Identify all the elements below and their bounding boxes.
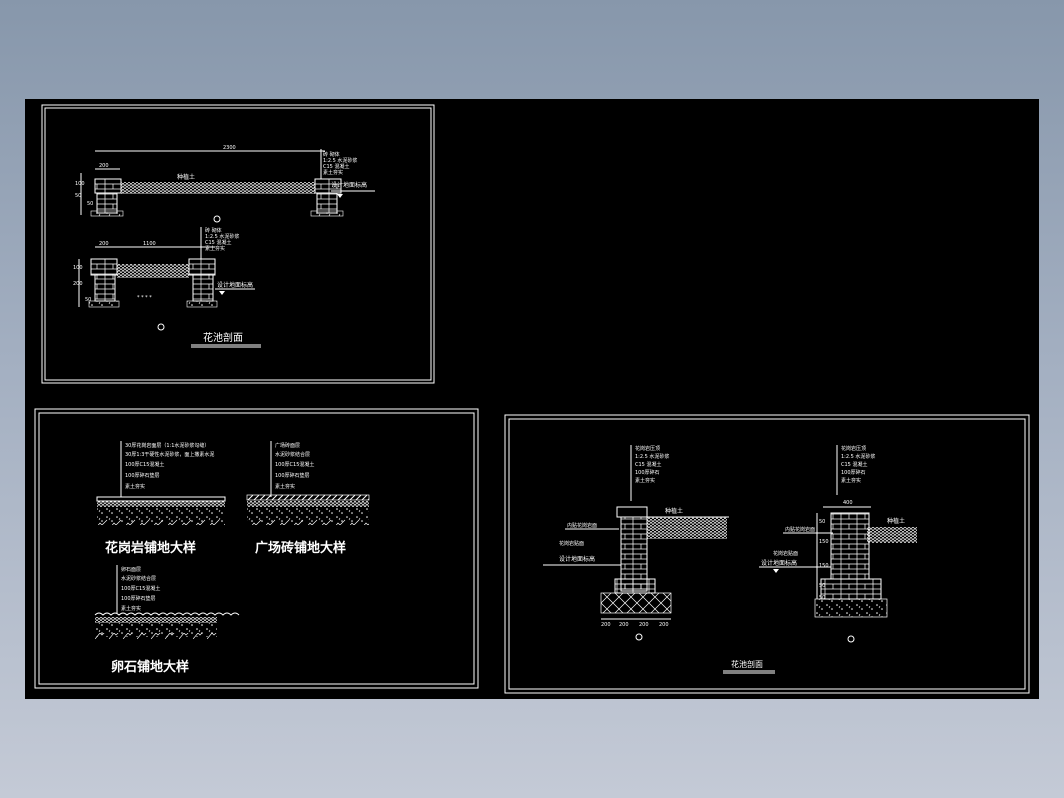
right-layer-1: 花岗岩压顶 (841, 445, 866, 452)
plaza-layer-5: 素土夯实 (275, 483, 295, 490)
left-dim-4: 200 (659, 622, 669, 628)
left-wall-section: 花岗岩压顶 1:2.5 水泥砂浆 C15 混凝土 100厚碎石 素土夯实 种植土… (543, 445, 729, 641)
granite-layer-5: 素土夯实 (125, 483, 145, 490)
pebble-layer-1: 卵石面层 (121, 566, 141, 573)
left-dim-3: 200 (639, 622, 649, 628)
plaza-layer-2: 水泥砂浆结合层 (275, 451, 310, 458)
dim-v-b1: 100 (73, 265, 83, 271)
right-dim-1: 50 (819, 519, 825, 525)
ground-label: 设计地面标高 (331, 181, 367, 189)
granite-paving-detail: 30厚花岗岩面层（1:1水泥砂浆勾缝） 30厚1:3干硬性水泥砂浆，面上撒素水泥… (96, 441, 226, 556)
right-top-dim: 400 (843, 500, 853, 506)
pebble-layer-5: 素土夯实 (121, 605, 141, 612)
dim-v-1: 100 (75, 181, 85, 187)
layer-3: C15 混凝土 (323, 163, 349, 170)
ground-label-b: 设计地面标高 (217, 281, 253, 289)
granite-layer-3: 100厚C15混凝土 (125, 461, 164, 468)
layer-b3: C15 混凝土 (205, 239, 231, 246)
right-side-label-2: 花岗岩贴面 (773, 550, 798, 557)
right-layer-5: 素土夯实 (841, 477, 861, 484)
right-side-label-1: 内贴花岗岩面 (785, 526, 815, 533)
right-dim-3: 150 (819, 563, 829, 569)
left-dim-2: 200 (619, 622, 629, 628)
left-layer-5: 素土夯实 (635, 477, 655, 484)
pebble-paving-detail: 卵石面层 水泥砂浆结合层 100厚C15混凝土 100厚碎石垫层 素土夯实 卵石… (94, 565, 240, 675)
plaza-layer-3: 100厚C15混凝土 (275, 461, 314, 468)
left-layer-2: 1:2.5 水泥砂浆 (635, 453, 669, 460)
fill-label: 种植土 (177, 173, 195, 181)
detail-marker-1 (157, 323, 165, 331)
left-side-label-1: 内贴花岗岩面 (567, 522, 597, 529)
left-layer-1: 花岗岩压顶 (635, 445, 660, 452)
layer-b2: 1:2.5 水泥砂浆 (205, 233, 239, 240)
drawing-svg: 2300 200 种植土 100 50 50 砖 砌体 1:2.5 水泥砂浆 C… (34, 104, 1030, 694)
left-fill-label: 种植土 (665, 507, 683, 515)
layer-b4: 素土夯实 (205, 245, 225, 252)
dim-left-label-b: 200 (99, 241, 109, 247)
left-layer-4: 100厚碎石 (635, 469, 660, 476)
svg-text:* * * *: * * * * (137, 295, 152, 301)
dim-v-2: 50 (75, 193, 81, 199)
detail-marker-3 (635, 633, 643, 641)
granite-title: 花岗岩铺地大样 (105, 540, 196, 556)
granite-layer-2: 30厚1:3干硬性水泥砂浆，面上撒素水泥 (125, 451, 214, 458)
sheet3-title: 花池剖面 (731, 659, 763, 669)
detail-marker-2 (213, 215, 221, 223)
right-dim-4: 50 (819, 583, 825, 589)
bottom-section: 1100 200 * * * * 100 200 50 砖 砌体 1:2.5 水… (73, 227, 255, 331)
plaza-layer-1: 广场砖面层 (275, 442, 300, 449)
layer-4: 素土夯实 (323, 169, 343, 176)
plaza-brick-paving-detail: 广场砖面层 水泥砂浆结合层 100厚C15混凝土 100厚碎石垫层 素土夯实 广… (246, 441, 370, 556)
plaza-title: 广场砖铺地大样 (255, 540, 346, 556)
left-layer-3: C15 混凝土 (635, 461, 661, 468)
dim-v-3: 50 (87, 201, 93, 207)
dim-total-label-b: 1100 (143, 241, 156, 247)
sheet-flowerbed-section-1[interactable]: 2300 200 种植土 100 50 50 砖 砌体 1:2.5 水泥砂浆 C… (41, 104, 435, 384)
right-dim-2: 150 (819, 539, 829, 545)
detail-marker-4 (847, 635, 855, 643)
pebble-layer-2: 水泥砂浆结合层 (121, 575, 156, 582)
right-layer-3: C15 混凝土 (841, 461, 867, 468)
dim-total-label: 2300 (223, 145, 236, 151)
dim-left-label: 200 (99, 163, 109, 169)
granite-layer-1: 30厚花岗岩面层（1:1水泥砂浆勾缝） (125, 442, 209, 449)
right-fill-label: 种植土 (887, 517, 905, 525)
pebble-title: 卵石铺地大样 (111, 659, 189, 675)
layer-b1: 砖 砌体 (205, 227, 222, 234)
right-dim-5: 50 (819, 595, 825, 601)
right-side-label-3: 设计地面标高 (761, 559, 797, 567)
right-layer-4: 100厚碎石 (841, 469, 866, 476)
pebble-layer-3: 100厚C15混凝土 (121, 585, 160, 592)
granite-layer-4: 100厚碎石垫层 (125, 472, 160, 479)
layer-1: 砖 砌体 (323, 151, 340, 158)
left-dim-1: 200 (601, 622, 611, 628)
plaza-layer-4: 100厚碎石垫层 (275, 472, 310, 479)
top-section: 2300 200 种植土 100 50 50 砖 砌体 1:2.5 水泥砂浆 C… (75, 145, 375, 223)
sheet1-title: 花池剖面 (203, 331, 243, 344)
left-side-label-2: 花岗岩贴面 (559, 540, 584, 547)
pebble-layer-4: 100厚碎石垫层 (121, 595, 156, 602)
cad-drawing-canvas[interactable]: 2300 200 种植土 100 50 50 砖 砌体 1:2.5 水泥砂浆 C… (25, 99, 1039, 699)
right-wall-section: 花岗岩压顶 1:2.5 水泥砂浆 C15 混凝土 100厚碎石 素土夯实 400… (759, 445, 917, 643)
sheet-flowerbed-section-2[interactable]: 花岗岩压顶 1:2.5 水泥砂浆 C15 混凝土 100厚碎石 素土夯实 种植土… (504, 414, 1030, 694)
layer-2: 1:2.5 水泥砂浆 (323, 157, 357, 164)
right-layer-2: 1:2.5 水泥砂浆 (841, 453, 875, 460)
dim-v-b3: 50 (85, 297, 91, 303)
sheet-paving-details[interactable]: 30厚花岗岩面层（1:1水泥砂浆勾缝） 30厚1:3干硬性水泥砂浆，面上撒素水泥… (34, 408, 479, 689)
left-side-label-3: 设计地面标高 (559, 555, 595, 563)
dim-v-b2: 200 (73, 281, 83, 287)
